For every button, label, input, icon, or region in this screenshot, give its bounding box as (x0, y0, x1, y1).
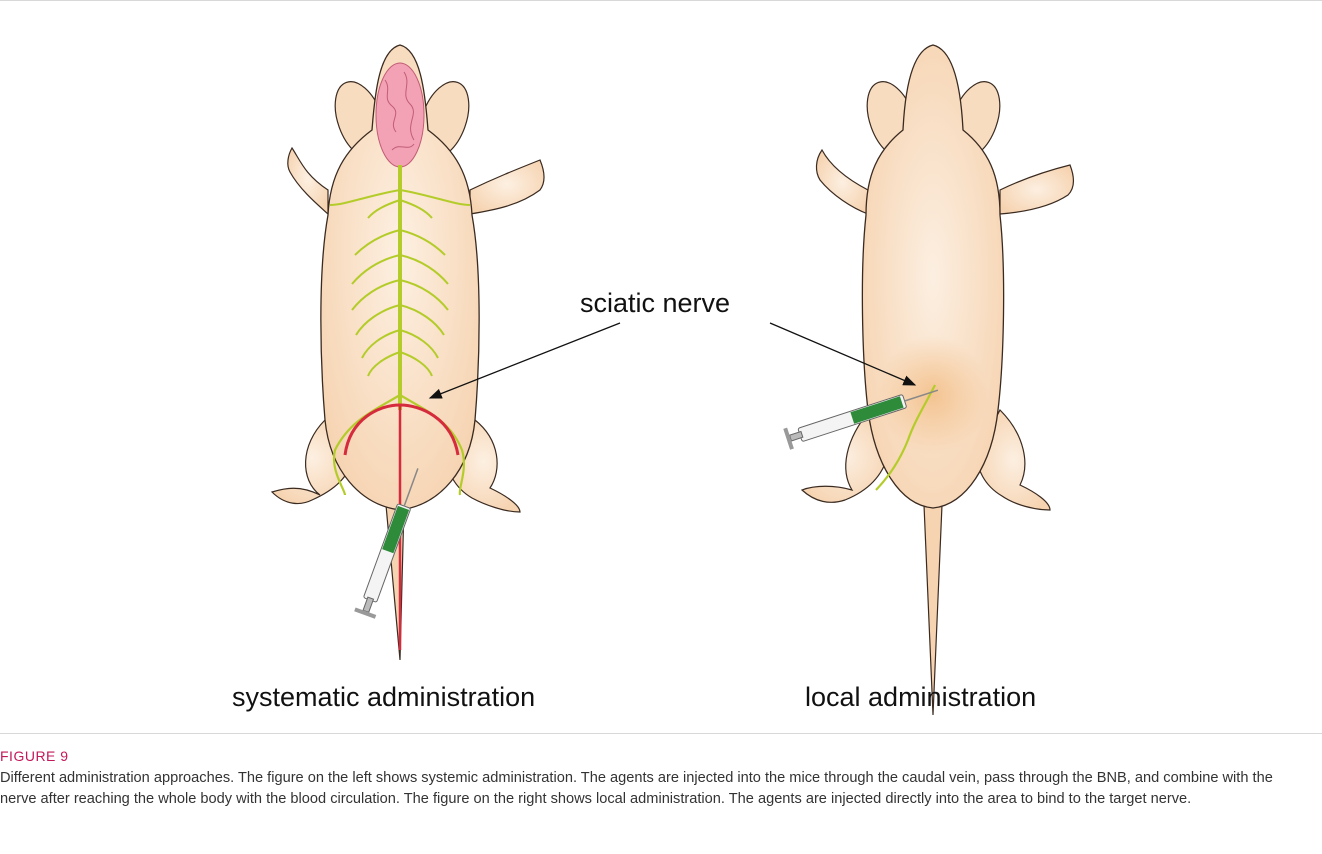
caption-text: Different administration approaches. The… (0, 768, 1322, 810)
caption-label: FIGURE 9 (0, 748, 1322, 764)
figure-caption: FIGURE 9 Different administration approa… (0, 748, 1322, 810)
left-mouse-illustration (272, 45, 544, 660)
injection-site-glow (878, 335, 988, 455)
left-foreleg-left (288, 148, 328, 214)
label-systematic-administration: systematic administration (232, 682, 535, 712)
left-foreleg-right (470, 160, 544, 214)
right-mouse-illustration (783, 45, 1073, 715)
label-local-administration: local administration (805, 682, 1036, 712)
right-foreleg-left (816, 150, 868, 214)
right-foreleg-right (1000, 165, 1074, 214)
label-sciatic-nerve: sciatic nerve (580, 288, 730, 318)
figure-panel: sciatic nerve systematic administration … (0, 0, 1322, 730)
caption-rule (0, 733, 1322, 734)
brain-shape (376, 63, 424, 167)
